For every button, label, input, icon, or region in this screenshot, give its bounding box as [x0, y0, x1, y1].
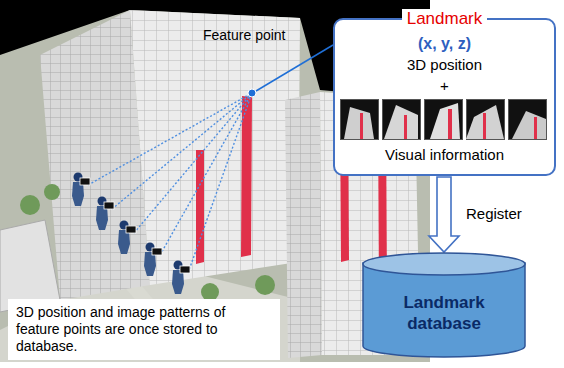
node-text: +	[440, 76, 449, 95]
node-text: (x, y, z)	[418, 34, 471, 53]
node-text: 3D position and image patterns of featur…	[16, 304, 272, 355]
landmark-box: Landmark(x, y, z)3D position+ Visual inf…	[333, 18, 556, 176]
tree	[20, 195, 40, 215]
leader-line	[256, 45, 333, 91]
sight-lines	[88, 93, 252, 273]
node-text: Landmark database	[379, 292, 509, 334]
image-patches	[340, 99, 550, 141]
node-text: 3D position	[407, 55, 482, 74]
tree	[44, 184, 60, 200]
building-side	[285, 92, 322, 358]
node-text: Visual information	[385, 145, 504, 164]
edge-label: Register	[466, 205, 522, 222]
note-box: 3D position and image patterns of featur…	[8, 299, 280, 360]
box-heading: Landmark	[402, 9, 488, 29]
tree	[255, 275, 275, 295]
red-stripe	[196, 150, 204, 264]
camera-person	[72, 173, 190, 295]
callout-label: Feature point	[203, 27, 286, 43]
feature-point	[248, 89, 256, 97]
database-cylinder: Landmark database	[362, 252, 526, 358]
block-arrow	[429, 177, 459, 252]
red-stripe	[241, 96, 252, 257]
image-row	[340, 99, 550, 141]
